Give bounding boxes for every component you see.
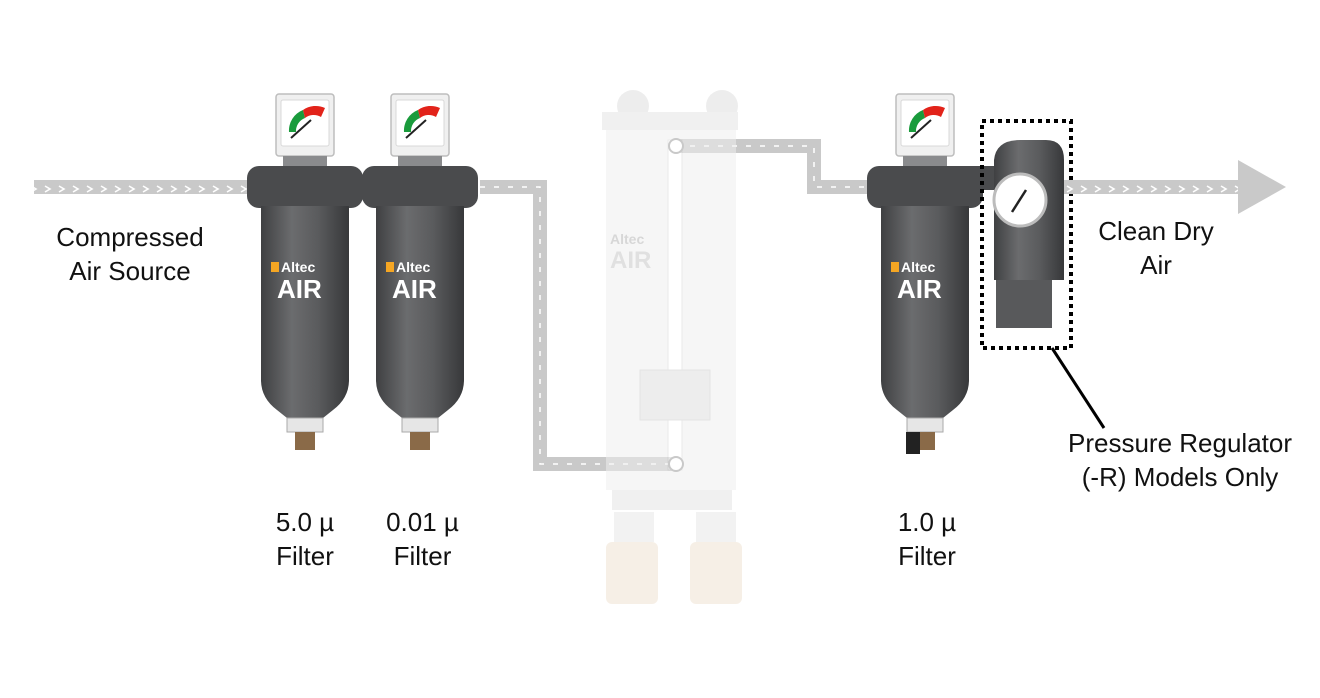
filter-brand-product: AIR bbox=[897, 274, 942, 304]
outlet-pipe bbox=[1064, 180, 1244, 194]
filter-1-micron: Altec AIR bbox=[866, 93, 984, 451]
outlet-arrow-head bbox=[1238, 160, 1286, 214]
svg-text:AIR: AIR bbox=[610, 247, 651, 274]
regulator-callout-line bbox=[1050, 347, 1106, 429]
pressure-regulator bbox=[958, 140, 1064, 328]
svg-text:Altec: Altec bbox=[610, 231, 644, 247]
filter-0-01-micron: Altec AIR bbox=[361, 93, 479, 451]
filter-brand-name: Altec bbox=[396, 259, 430, 275]
filter-5-micron: Altec AIR bbox=[246, 93, 364, 451]
filter-brand-product: AIR bbox=[277, 274, 322, 304]
desiccant-dryer: Altec AIR bbox=[602, 90, 742, 604]
inlet-pipe bbox=[34, 180, 250, 194]
filter-brand-product: AIR bbox=[392, 274, 437, 304]
filter-brand-name: Altec bbox=[901, 259, 935, 275]
filter-brand-name: Altec bbox=[281, 259, 315, 275]
regulator-label: Pressure Regulator(-R) Models Only bbox=[1068, 428, 1292, 492]
regulator-callout-box bbox=[980, 119, 1073, 350]
